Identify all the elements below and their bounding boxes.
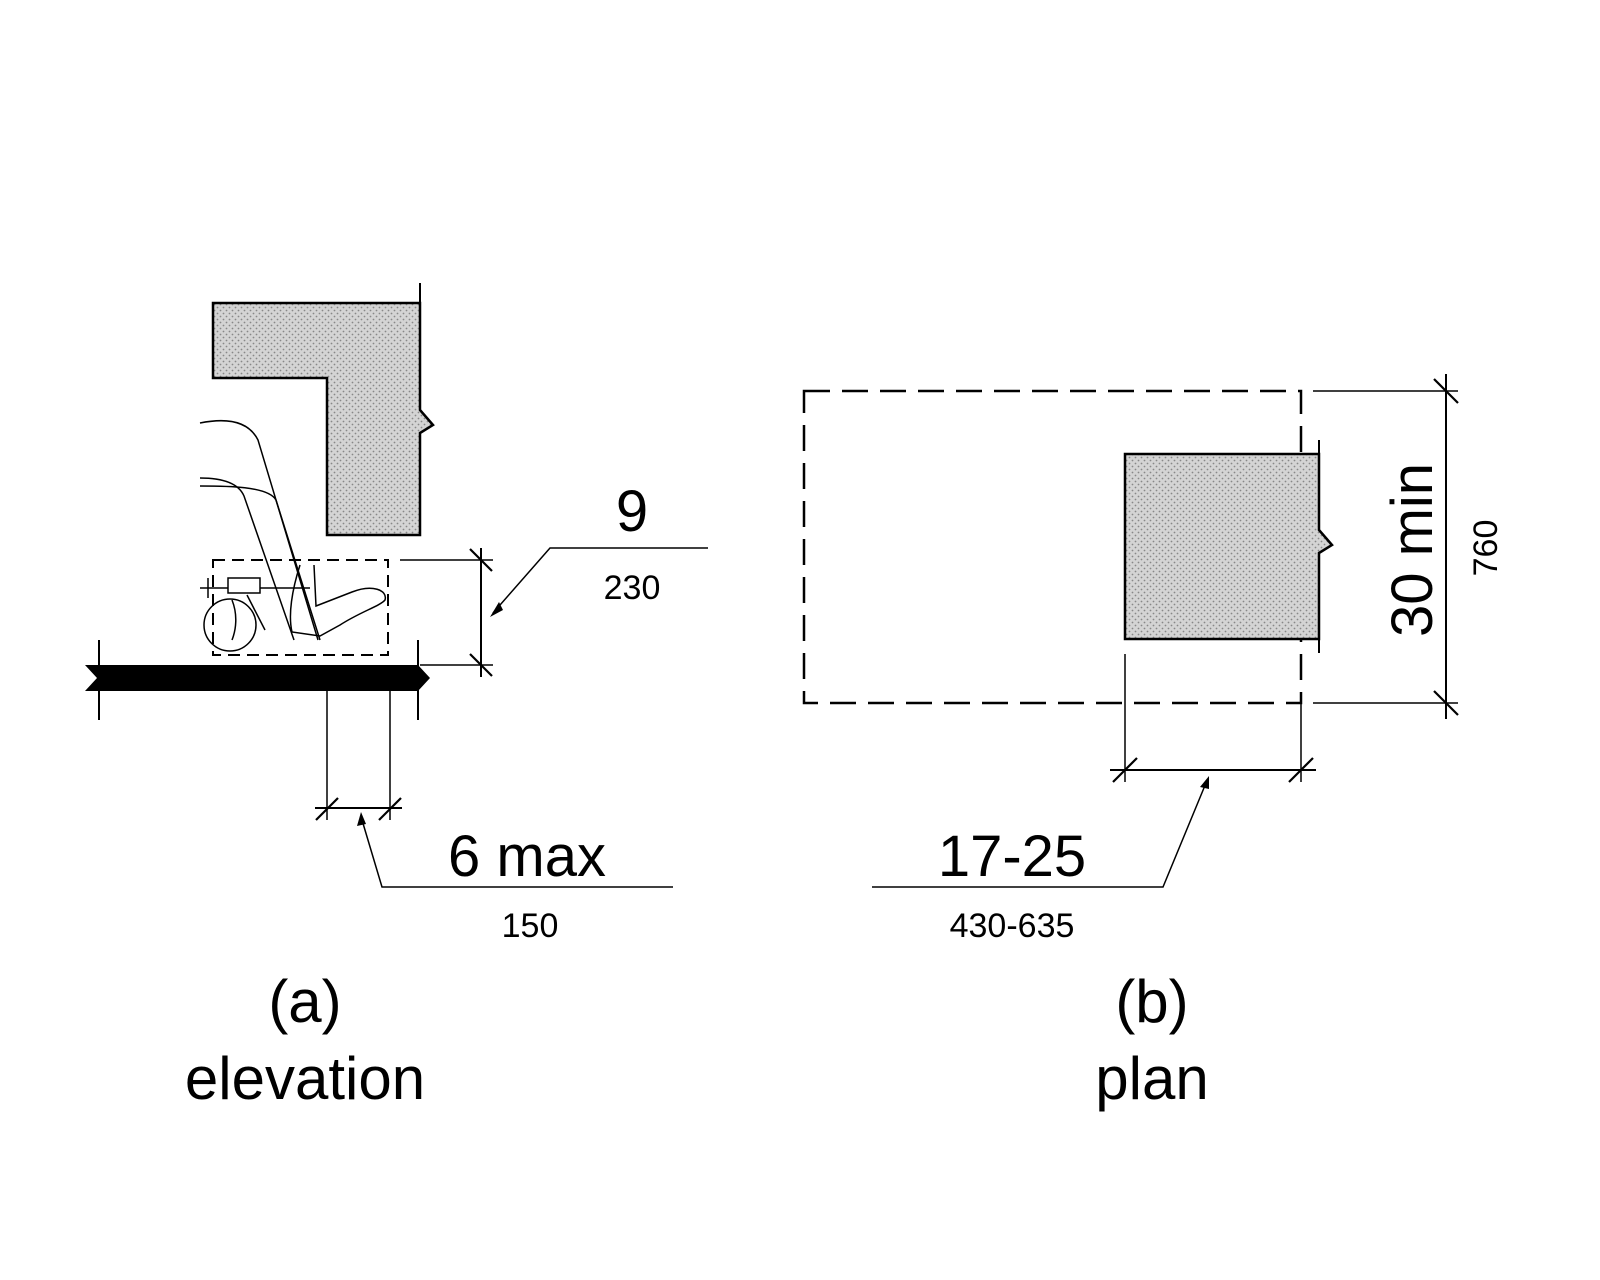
plan-view: 30 min 760 17-25 430-635 (b) plan (802, 374, 1505, 1112)
toe-depth-metric: 230 (604, 569, 661, 607)
elevation-caption-letter: (a) (268, 968, 341, 1035)
toe-clearance-box (212, 559, 389, 656)
floor-slab (85, 665, 430, 691)
width-dimension (1313, 374, 1459, 719)
elevation-view: 9 230 6 max 150 (a) elevation (85, 283, 708, 1112)
depth-range-metric: 430-635 (950, 907, 1075, 945)
toe-extension-imperial: 6 max (448, 824, 606, 889)
plan-caption-view: plan (1095, 1045, 1208, 1112)
toe-depth-imperial: 9 (616, 479, 648, 544)
fixture-plan (1123, 452, 1334, 641)
fixture-section (211, 301, 435, 537)
elevation-caption-view: elevation (185, 1045, 425, 1112)
wheelchair-figure (199, 419, 387, 652)
toe-extension-metric: 150 (502, 907, 559, 945)
toe-extension-dimension (315, 691, 673, 888)
depth-range-dimension (872, 654, 1316, 888)
width-metric: 760 (1467, 520, 1505, 577)
depth-range-imperial: 17-25 (938, 824, 1086, 889)
plan-caption-letter: (b) (1115, 968, 1188, 1035)
width-imperial: 30 min (1380, 463, 1445, 637)
toe-depth-dimension (400, 547, 708, 677)
